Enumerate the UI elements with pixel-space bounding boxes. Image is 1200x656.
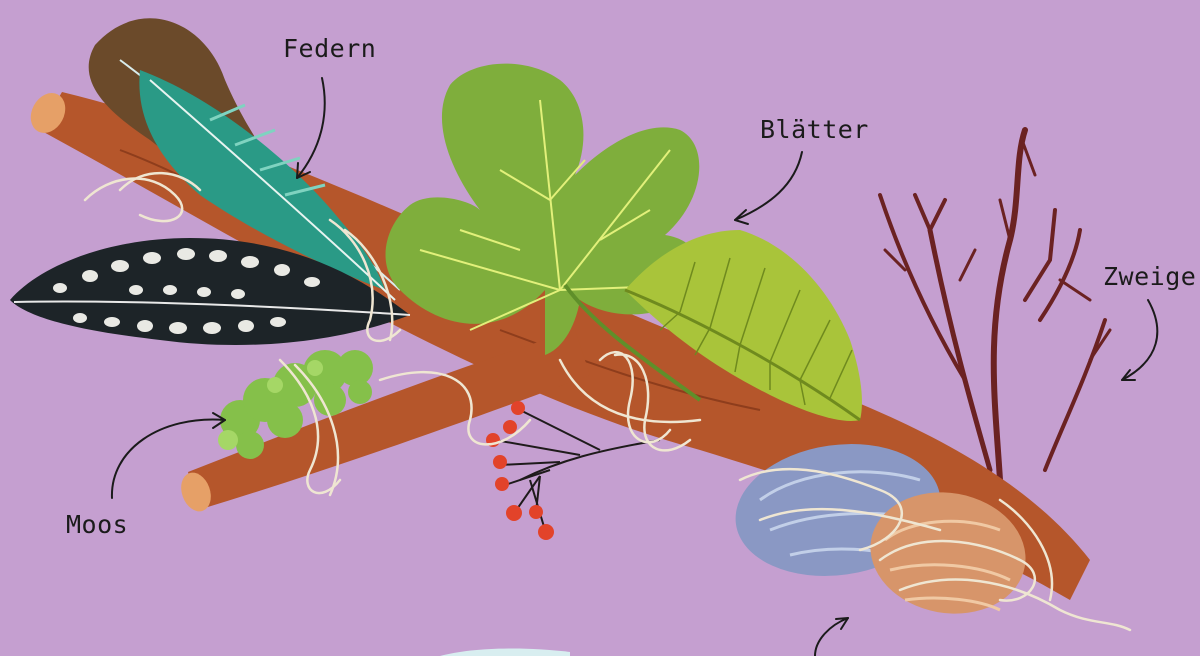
arrow-stones [815,618,848,656]
label-twigs: Zweige [1103,262,1196,291]
bowl-edge [440,649,570,656]
arrow-twigs [1122,300,1157,380]
label-moss: Moos [66,510,128,539]
arrow-leaves [735,152,802,224]
twigs-bundle [880,130,1110,480]
label-leaves: Blätter [760,115,869,144]
label-feathers: Federn [283,34,376,63]
arrow-feathers [297,78,325,178]
